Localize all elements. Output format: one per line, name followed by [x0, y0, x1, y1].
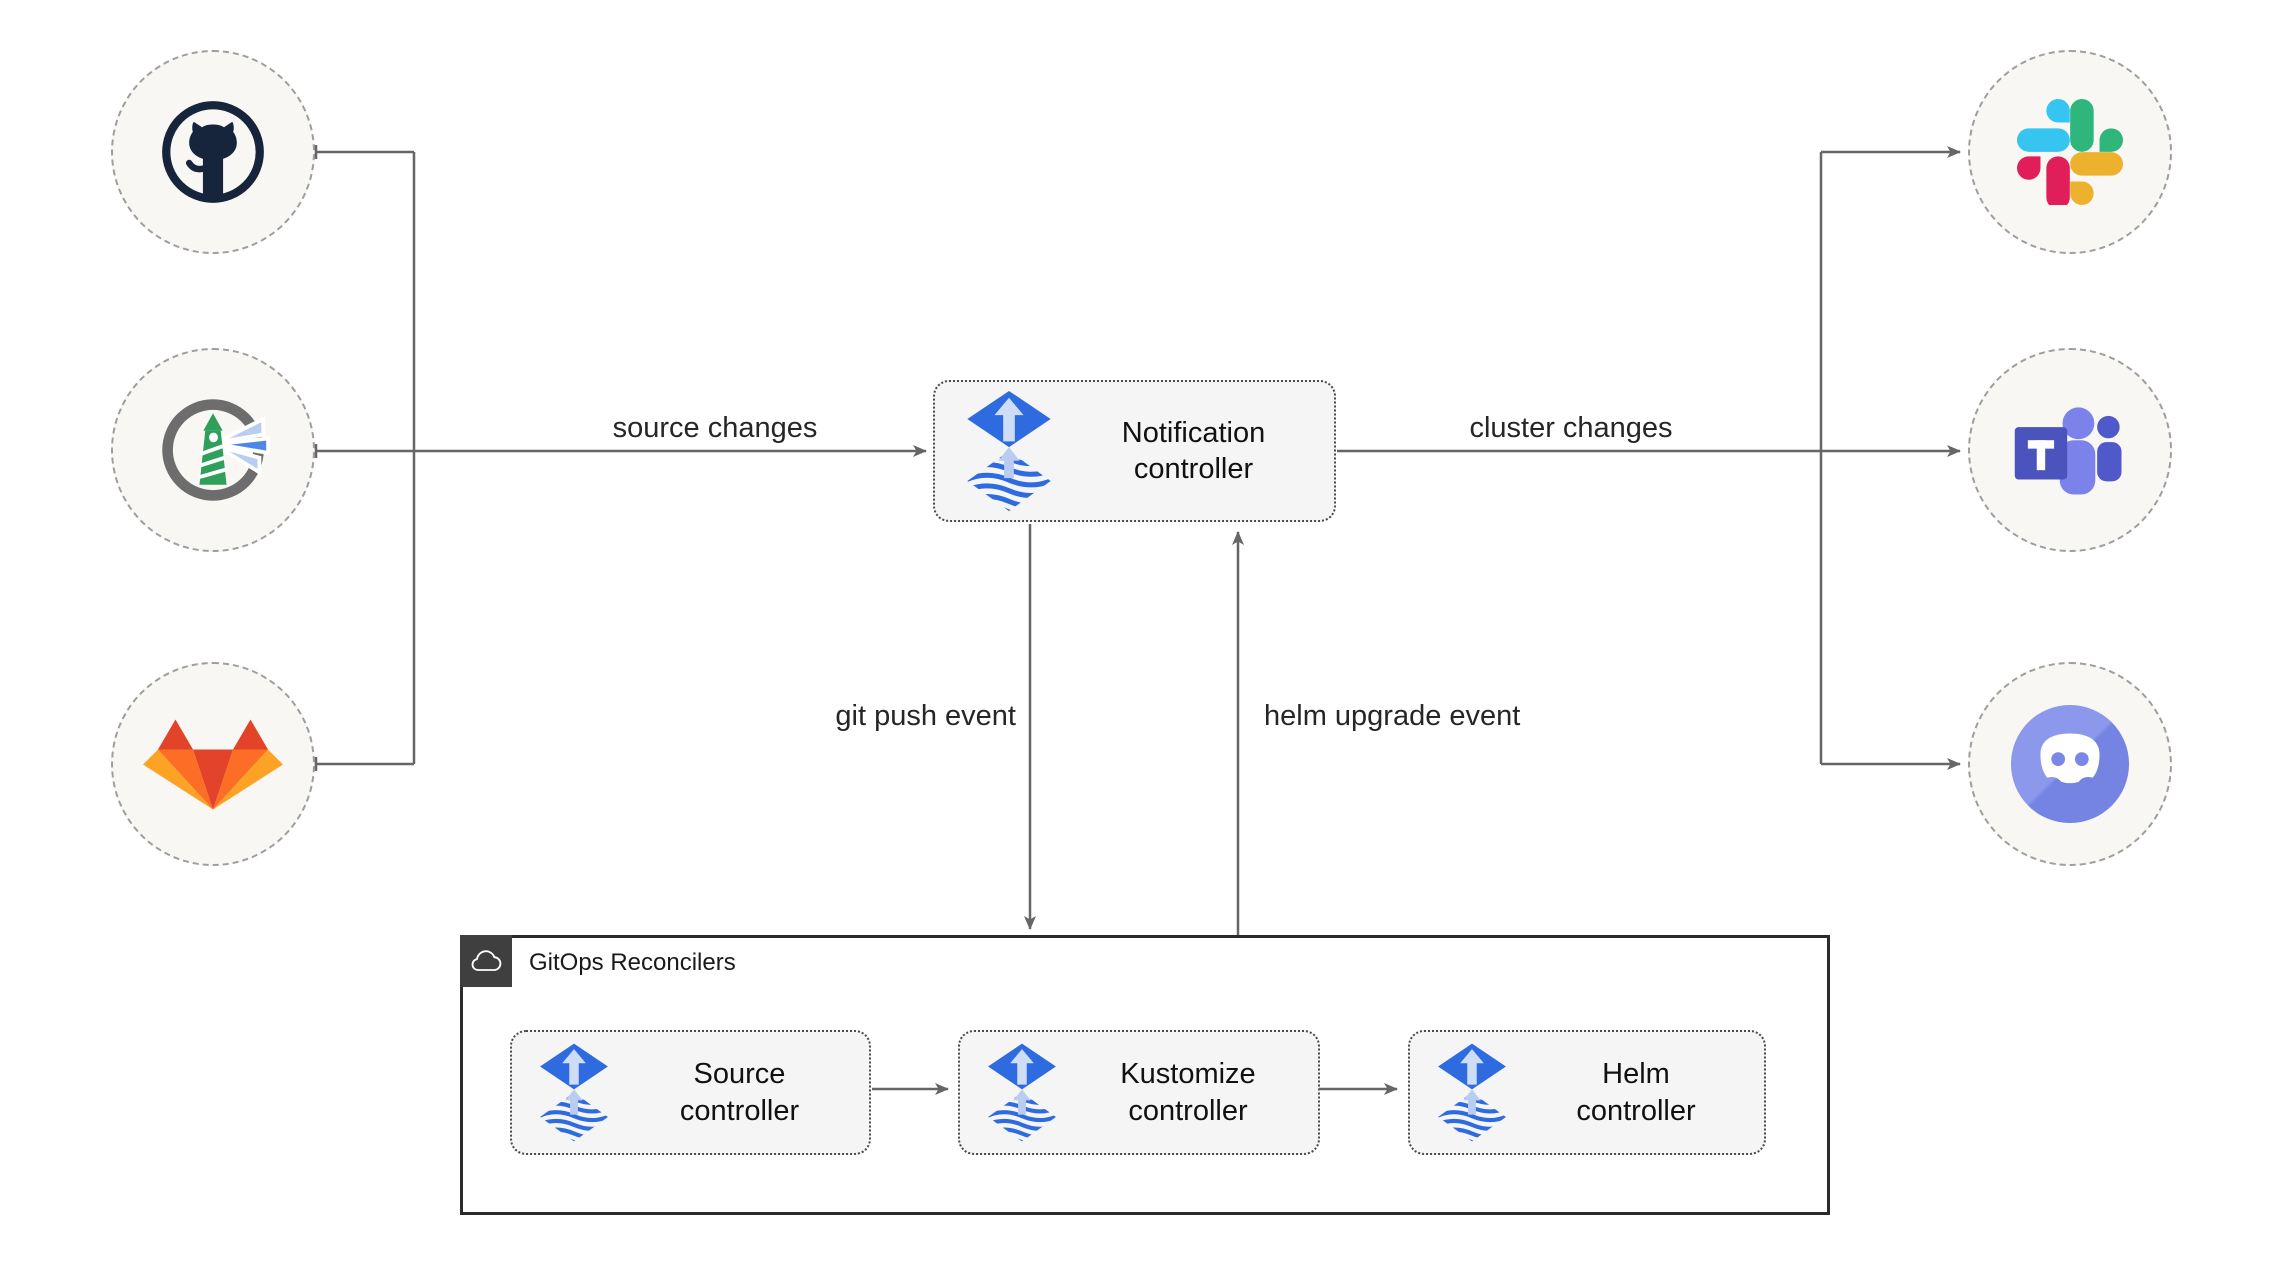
flux-logo-icon: [538, 1042, 610, 1143]
slack-icon: [2017, 99, 2123, 205]
edge-label-git-push-event: git push event: [835, 700, 1016, 732]
edge-label-helm-upgrade-event: helm upgrade event: [1264, 700, 1521, 732]
target-node-teams: [1968, 348, 2172, 552]
edge-label-cluster-changes: cluster changes: [1469, 412, 1673, 444]
target-node-slack: [1968, 50, 2172, 254]
kustomize-controller-box: Kustomize controller: [958, 1030, 1320, 1155]
source-node-harbor: [111, 348, 315, 552]
kustomize-controller-label: Kustomize controller: [1120, 1058, 1256, 1127]
flux-logo-icon: [1436, 1042, 1508, 1143]
target-node-discord: [1968, 662, 2172, 866]
source-node-gitlab: [111, 662, 315, 866]
flux-logo-icon: [986, 1042, 1058, 1143]
edge-label-source-changes: source changes: [612, 412, 818, 444]
helm-controller-label: Helm controller: [1576, 1058, 1696, 1127]
source-controller-label: Source controller: [679, 1058, 800, 1127]
source-controller-box: Source controller: [510, 1030, 871, 1155]
helm-controller-box: Helm controller: [1408, 1030, 1766, 1155]
discord-icon: [2009, 703, 2131, 825]
harbor-icon: [155, 392, 271, 508]
flux-logo-icon: [965, 389, 1053, 513]
gitlab-icon: [138, 717, 288, 812]
group-header-square: [460, 935, 512, 987]
microsoft-teams-icon: [2009, 399, 2131, 502]
cloud-icon: [469, 950, 503, 973]
source-node-github: [111, 50, 315, 254]
notification-controller-label: Notification controller: [1121, 416, 1266, 485]
notification-controller-box: Notification controller: [933, 380, 1336, 522]
github-icon: [158, 97, 268, 207]
gitops-reconcilers-group: GitOps Reconcilers Source controller Kus…: [460, 935, 1830, 1215]
group-title: GitOps Reconcilers: [529, 949, 736, 976]
